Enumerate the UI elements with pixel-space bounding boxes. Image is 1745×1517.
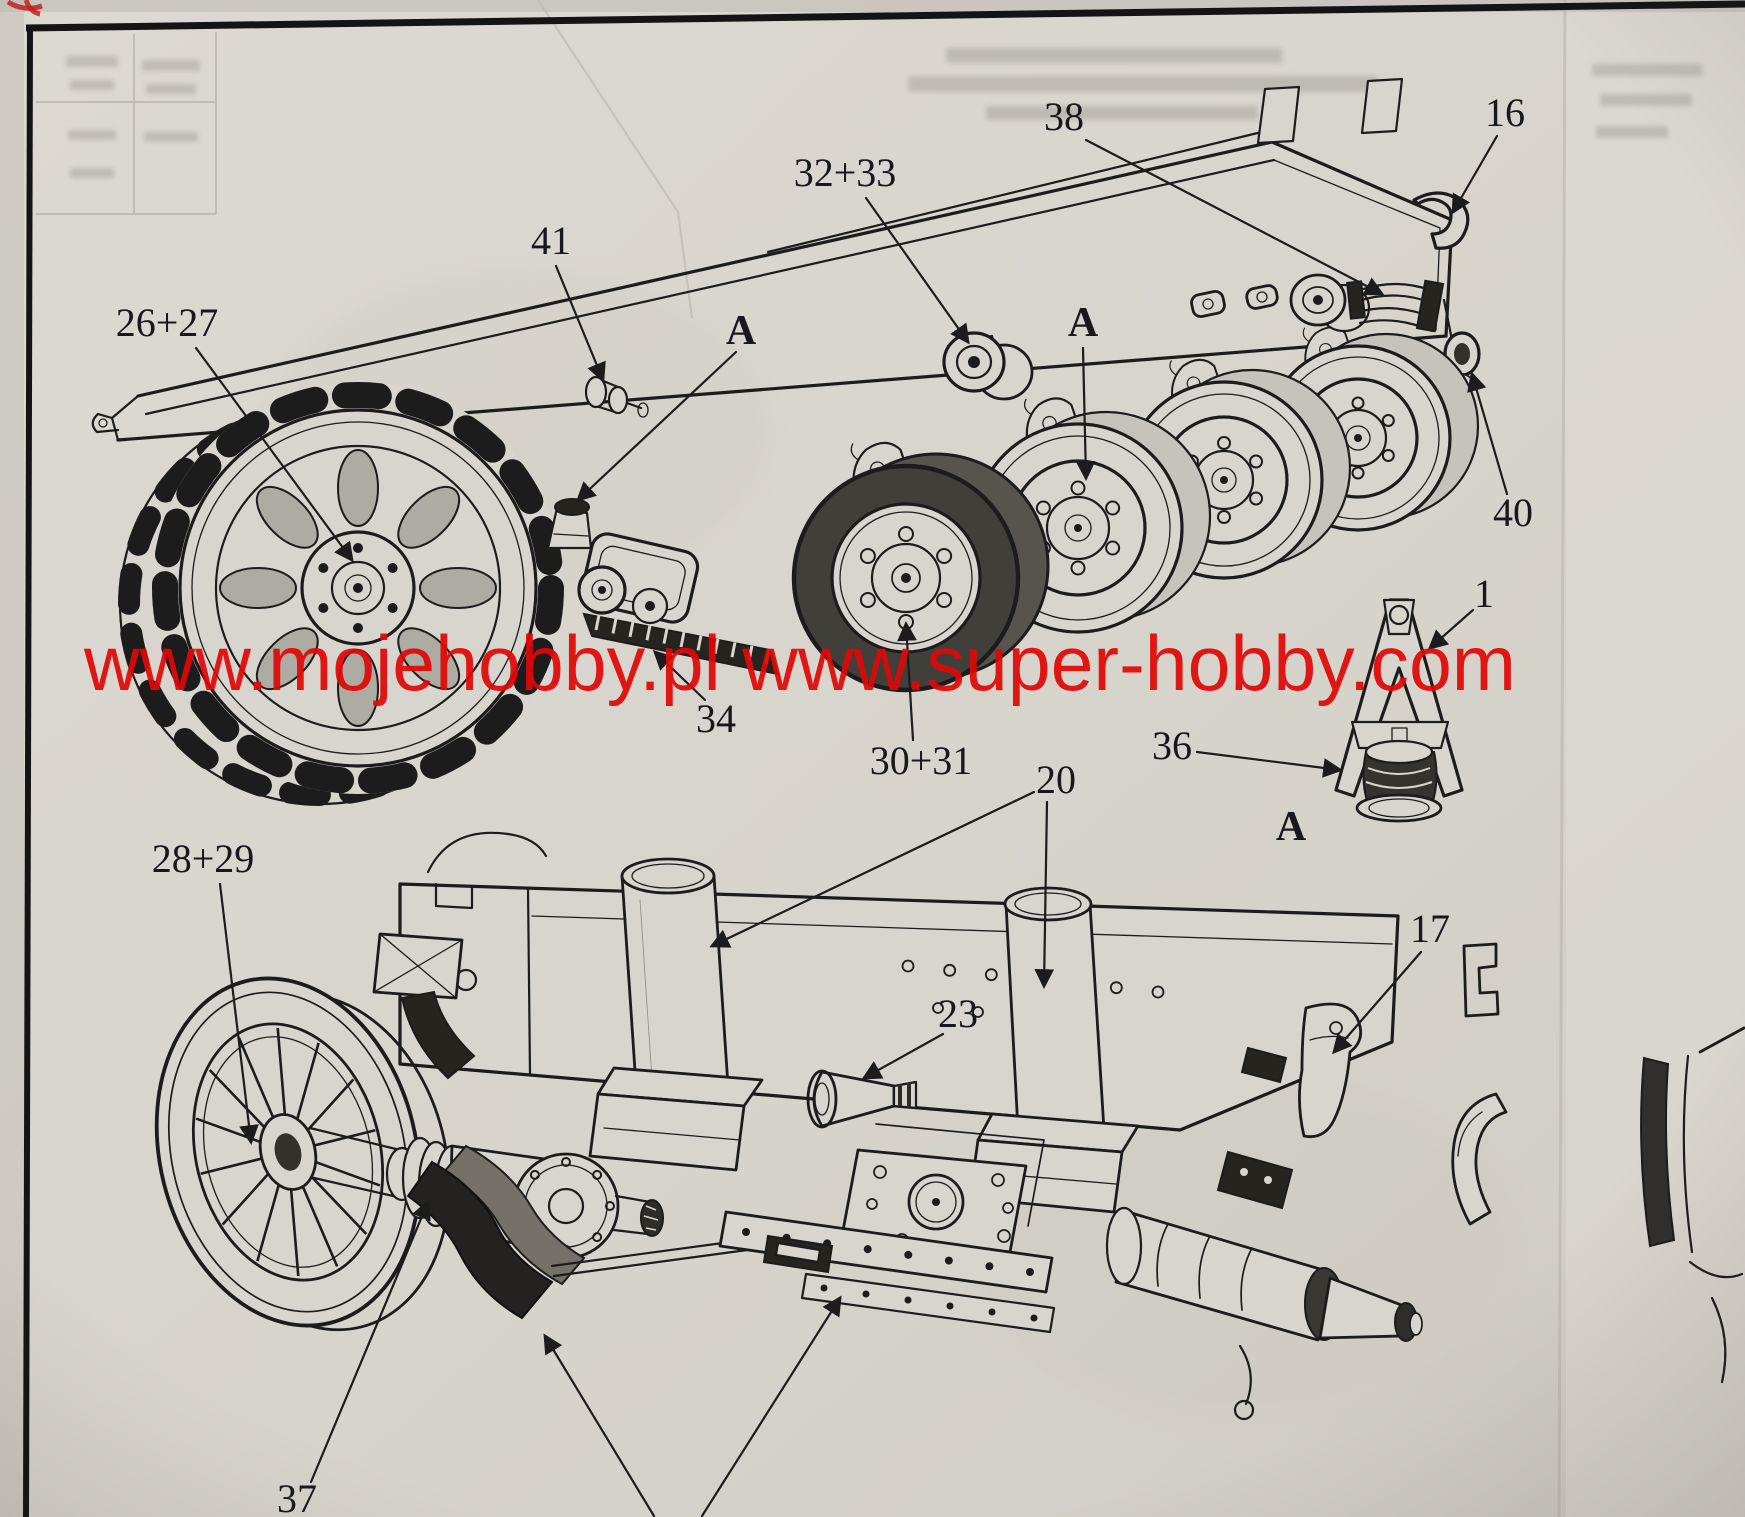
diagram-canvas: 26+27 41 32+33 38 16 A A 34 30+31 36 40 … bbox=[0, 0, 1745, 1517]
scanned-instruction-page: 26+27 41 32+33 38 16 A A 34 30+31 36 40 … bbox=[0, 0, 1745, 1517]
scan-vignette bbox=[0, 0, 1745, 1517]
